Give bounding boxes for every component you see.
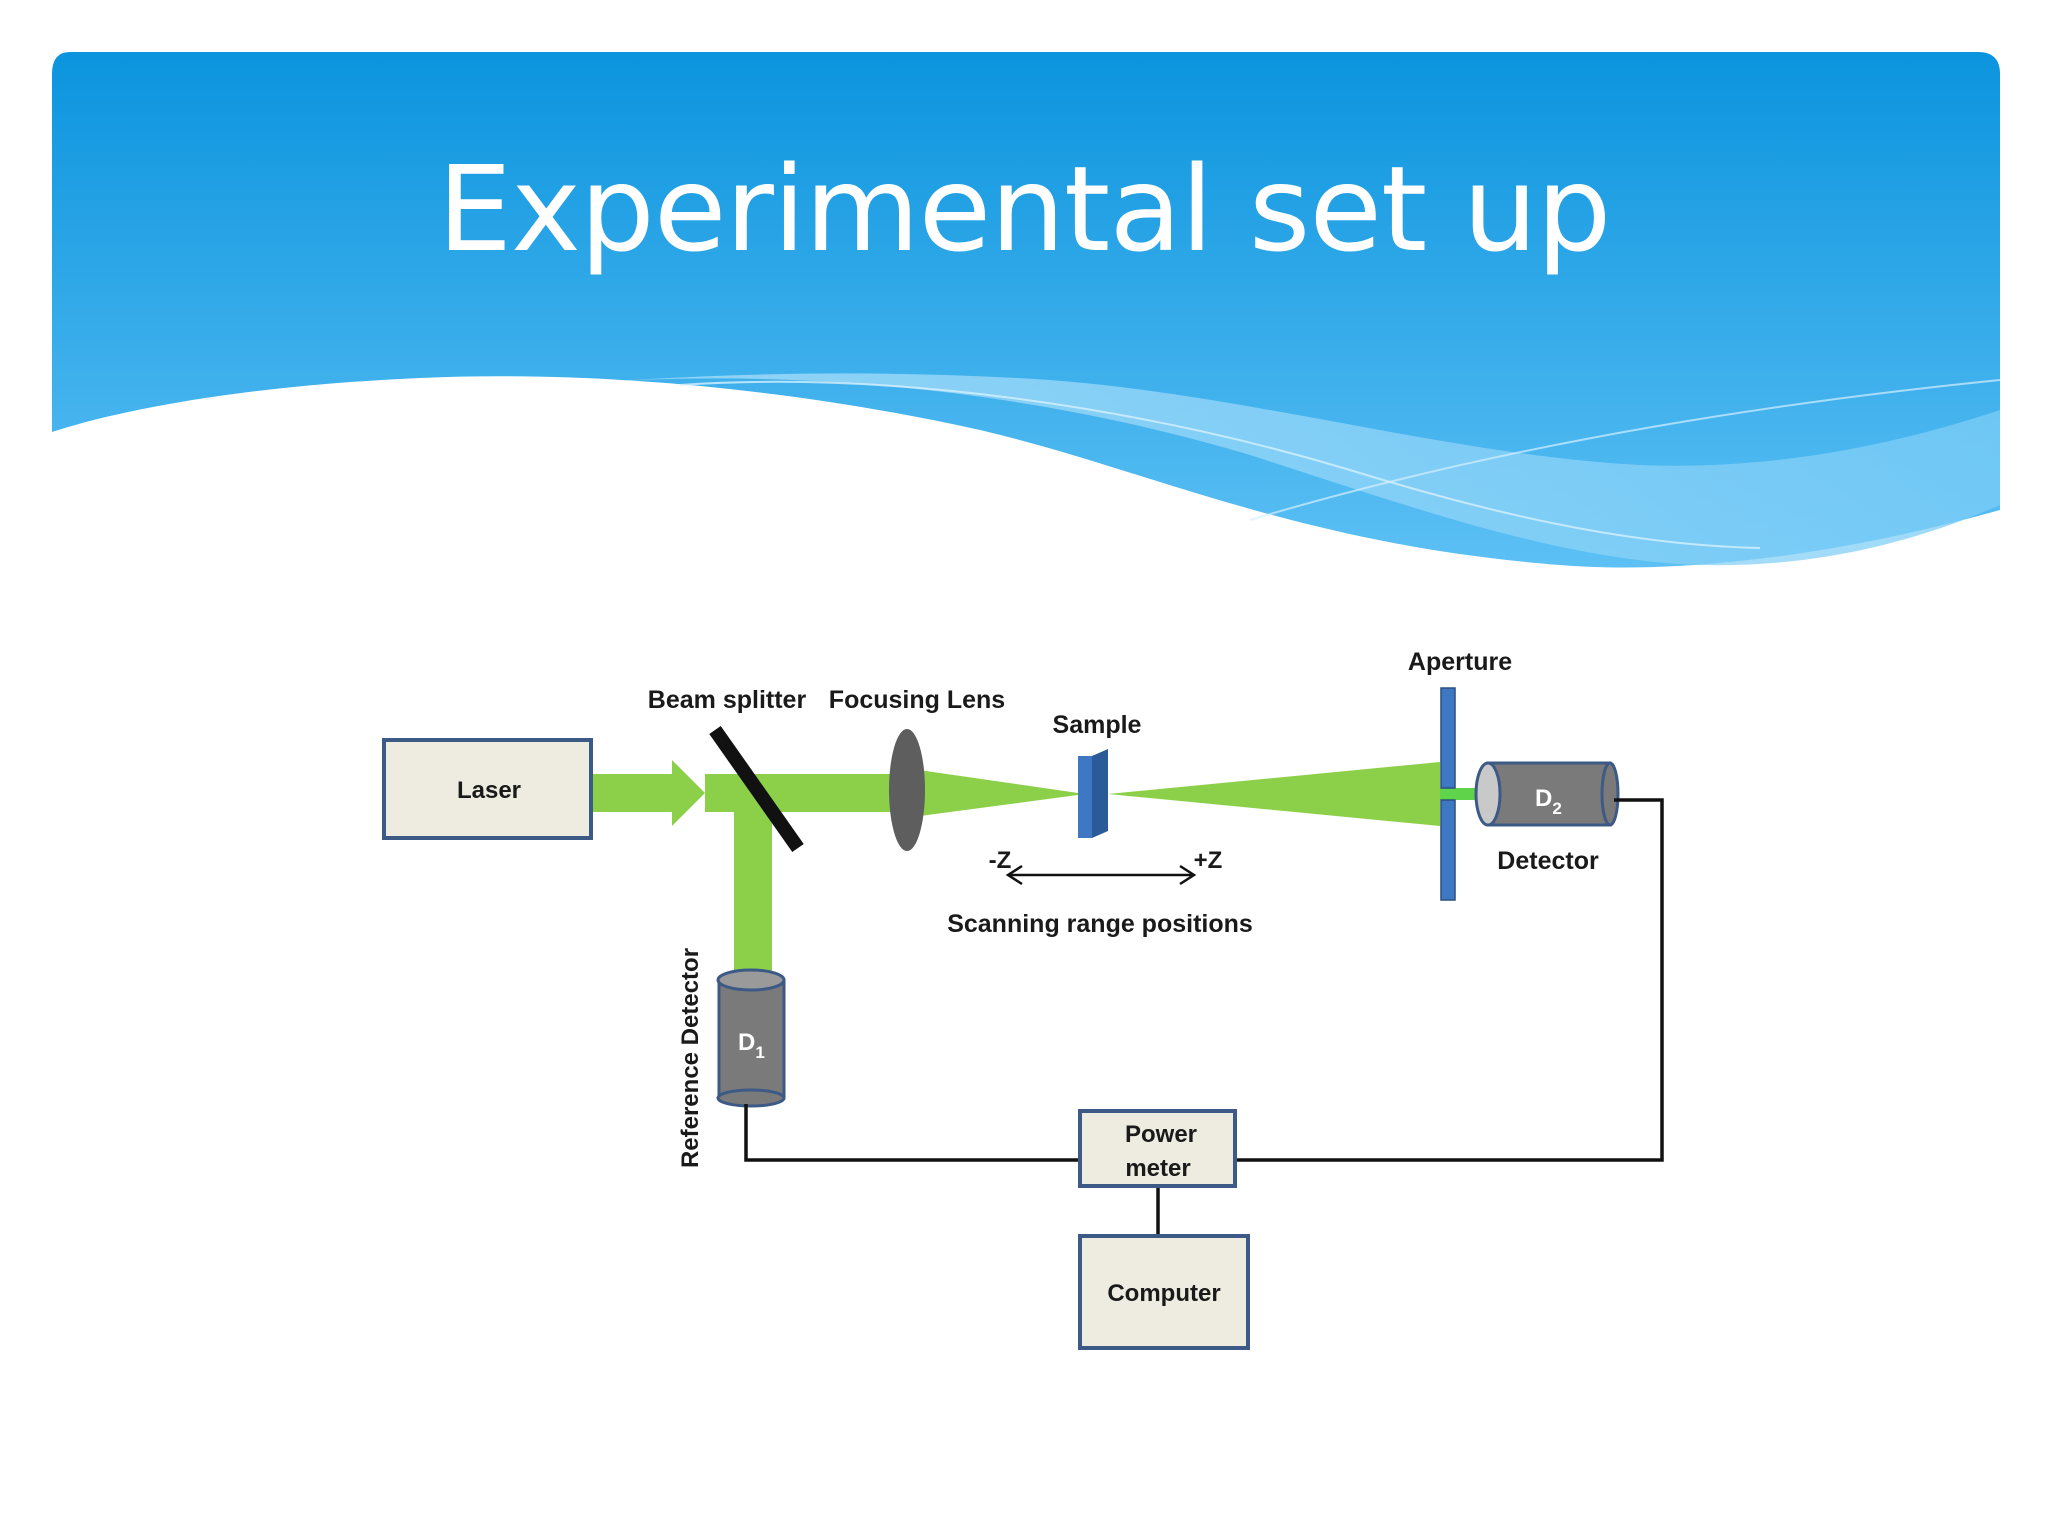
banner-shape: [52, 52, 2000, 568]
sample-face: [1078, 756, 1092, 838]
scan-range: -Z +Z Scanning range positions: [947, 847, 1253, 938]
beam-main-segment: [705, 774, 905, 812]
laser-label: Laser: [457, 777, 521, 804]
beam-converging-cone: [905, 768, 1085, 818]
reference-detector-label: Reference Detector: [677, 948, 704, 1168]
d2-label-sub: 2: [1552, 799, 1561, 818]
aperture-lower: [1440, 799, 1456, 901]
aperture-upper: [1440, 687, 1456, 789]
detector-label: Detector: [1497, 847, 1599, 875]
scan-arrow-left: [1005, 864, 1023, 886]
header-banner: [52, 52, 2001, 568]
sample-side: [1092, 749, 1108, 838]
beam-reference-segment: [734, 812, 772, 992]
computer: Computer: [1078, 1234, 1250, 1350]
beam-aperture-pass: [1440, 788, 1480, 800]
d2-label: D2: [1535, 785, 1562, 818]
signal-wiring: [744, 798, 1664, 1236]
power-meter-label-line1: Power: [1125, 1121, 1197, 1148]
scan-arrow-right: [1179, 864, 1197, 886]
banner-wave-line: [679, 380, 1761, 549]
wire-d2-to-power-meter: [1235, 798, 1664, 1162]
sample: Sample: [1053, 711, 1142, 838]
focusing-lens-label: Focusing Lens: [829, 686, 1005, 714]
d2-front-face: [1474, 761, 1502, 827]
detector-d2: D2 Detector: [1474, 761, 1620, 875]
scan-plus-z: +Z: [1194, 847, 1223, 874]
beam-splitter-label: Beam splitter: [648, 686, 807, 714]
aperture-label: Aperture: [1408, 648, 1512, 676]
focusing-lens: Focusing Lens: [829, 686, 1005, 851]
d2-label-base: D: [1535, 785, 1552, 812]
slide-title: Experimental set up: [437, 140, 1612, 278]
power-meter-label-line2: meter: [1125, 1155, 1190, 1182]
beam-diverging-cone: [1108, 762, 1440, 826]
laser: Laser: [382, 738, 593, 840]
d1-label: D1: [738, 1029, 765, 1062]
computer-label: Computer: [1107, 1280, 1220, 1307]
d1-label-sub: 1: [755, 1043, 764, 1062]
laser-beam: [592, 760, 1480, 992]
d2-rear-cap: [1600, 761, 1620, 827]
banner-wave-light: [600, 373, 2000, 566]
d1-label-base: D: [738, 1029, 755, 1056]
scan-caption: Scanning range positions: [947, 910, 1253, 938]
banner-wave-line-2: [1249, 379, 2001, 521]
detector-d1: D1 Reference Detector: [677, 948, 786, 1168]
scan-minus-z: -Z: [989, 847, 1012, 874]
beam-splitter-plate: [709, 725, 804, 853]
beam-main-arrow: [592, 760, 705, 826]
aperture: Aperture: [1408, 648, 1512, 901]
wire-d1-to-power-meter: [744, 1104, 1080, 1162]
computer-box: [1078, 1234, 1250, 1350]
power-meter: Power meter: [1078, 1109, 1237, 1188]
lens-shape: [889, 729, 925, 851]
power-meter-box: [1078, 1109, 1237, 1188]
d1-top-face: [716, 968, 786, 992]
beam-splitter: Beam splitter: [648, 686, 807, 853]
sample-label: Sample: [1053, 711, 1142, 739]
d1-bottom-cap: [716, 1088, 786, 1108]
laser-box: [382, 738, 593, 840]
